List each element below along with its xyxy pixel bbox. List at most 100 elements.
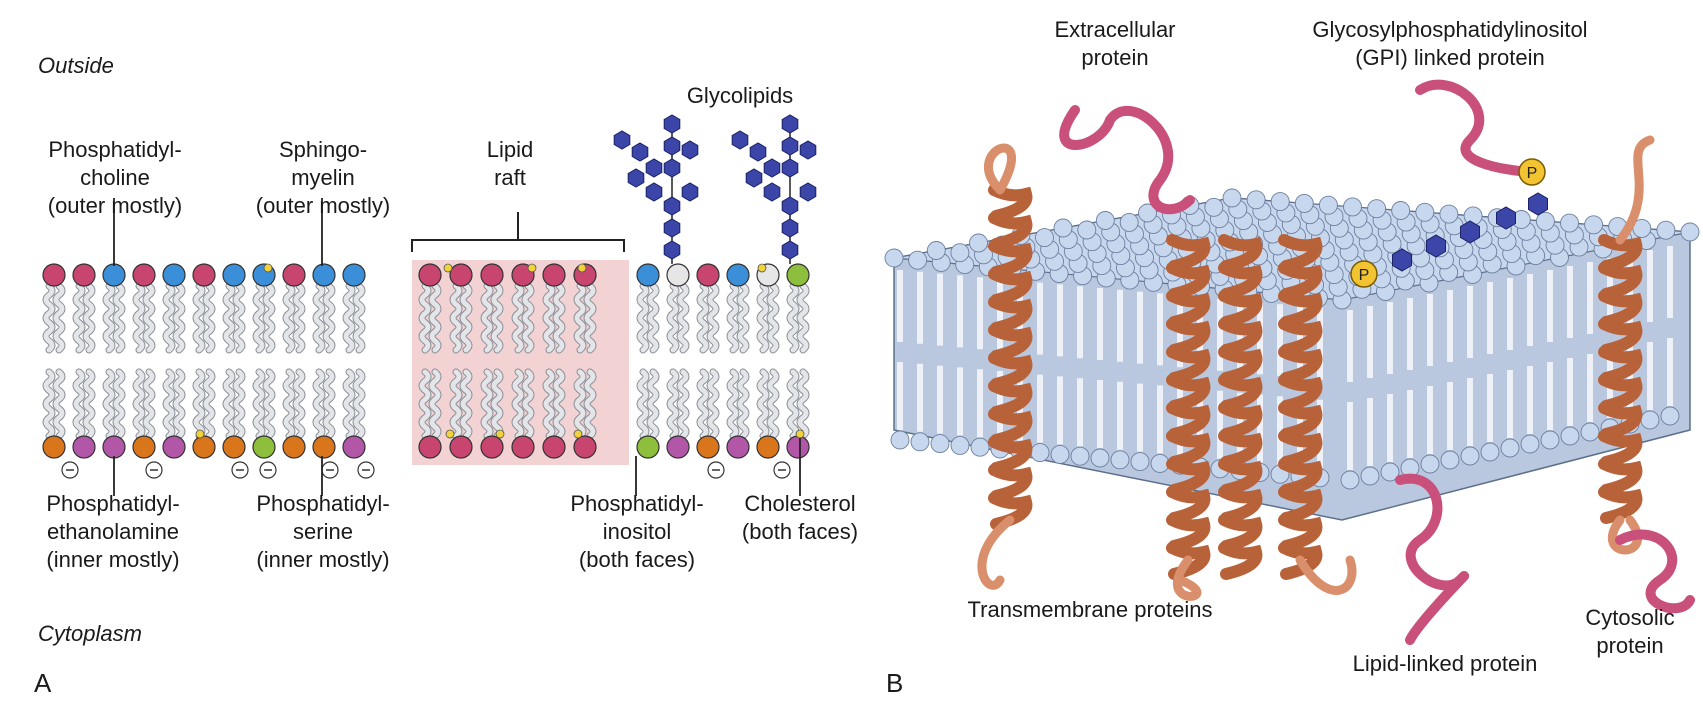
- phospholipid-head: [1500, 438, 1520, 458]
- panel-letter-a: A: [34, 668, 52, 698]
- panel-letter-b: B: [886, 668, 904, 698]
- phospholipid-head: [970, 437, 990, 457]
- glycan-hexagon: [681, 182, 699, 202]
- phospholipid-head: [1440, 450, 1460, 470]
- alpha-helix: [1278, 430, 1323, 468]
- cholesterol-dot: [757, 263, 767, 273]
- lipid-tail: [53, 369, 65, 439]
- phospholipid-head: [1110, 450, 1130, 470]
- alpha-helix: [1218, 514, 1263, 552]
- phospholipid-head-outer: [222, 263, 246, 287]
- alpha-helix: [1218, 542, 1263, 580]
- alpha-helix: [1278, 234, 1323, 272]
- phospholipid-head: [1030, 443, 1050, 463]
- alpha-helix: [988, 268, 1033, 306]
- lipid-tail: [460, 369, 472, 439]
- phospholipid-head-inner: [192, 435, 216, 459]
- phospholipid-head: [1540, 430, 1560, 450]
- alpha-helix: [1278, 374, 1323, 412]
- alpha-helix: [1218, 346, 1263, 384]
- lipid-tail: [253, 369, 265, 439]
- lipid-tail: [353, 283, 365, 353]
- lipid-tail: [697, 283, 709, 353]
- gpi-glycan-hexagon: [1392, 248, 1412, 272]
- alpha-helix: [1166, 402, 1211, 440]
- lipid-tail: [83, 369, 95, 439]
- alpha-helix: [988, 240, 1033, 278]
- phospholipid-head: [1053, 218, 1073, 238]
- phospholipid-head-inner: [542, 435, 566, 459]
- alpha-helix: [1166, 486, 1211, 524]
- protein-loop: [983, 143, 1016, 195]
- alpha-helix: [1278, 514, 1323, 552]
- cholesterol-dot: [443, 263, 453, 273]
- lipid-tail: [233, 283, 245, 353]
- lipid-linked-protein-label: Lipid-linked protein: [1352, 651, 1538, 676]
- lipid-tail: [429, 369, 441, 439]
- alpha-helix: [1218, 458, 1263, 496]
- lipid-tail: [343, 283, 355, 353]
- lipid-tail: [83, 283, 95, 353]
- protein-loop: [1615, 529, 1695, 614]
- alpha-helix: [1278, 290, 1323, 328]
- phospholipid-head-inner: [666, 435, 690, 459]
- phospholipid-head: [1560, 426, 1580, 446]
- phospholipid-head-outer: [480, 263, 504, 287]
- cytoplasm-label: Cytoplasm: [38, 621, 142, 646]
- alpha-helix: [988, 436, 1033, 474]
- alpha-helix: [1166, 234, 1211, 272]
- lipid-tail: [584, 283, 596, 353]
- glycan-hexagon: [749, 142, 767, 162]
- phospholipid-head-outer: [72, 263, 96, 287]
- lipid-tail: [193, 283, 205, 353]
- phospholipid-head-inner: [42, 435, 66, 459]
- lipid-tail: [263, 369, 275, 439]
- alpha-helix: [1278, 486, 1323, 524]
- sphingomyelin-label: Sphingo- myelin (outer mostly): [255, 137, 391, 218]
- phospholipid-head: [1270, 192, 1290, 212]
- glycan-hexagon: [745, 168, 763, 188]
- protein-loop: [1172, 555, 1202, 601]
- alpha-helix: [1278, 458, 1323, 496]
- alpha-helix: [1166, 290, 1211, 328]
- alpha-helix: [988, 380, 1033, 418]
- alpha-helix: [1598, 486, 1643, 524]
- alpha-helix: [1278, 346, 1323, 384]
- glycan-hexagon: [645, 158, 663, 178]
- phospholipid-head-inner: [696, 435, 720, 459]
- alpha-helix: [1218, 402, 1263, 440]
- lipid-tail: [737, 283, 749, 353]
- lipid-tail: [113, 283, 125, 353]
- alpha-helix: [988, 212, 1033, 250]
- lipid-tail: [522, 283, 534, 353]
- lipid-tail: [103, 283, 115, 353]
- gpi-glycan-hexagon: [1460, 220, 1480, 244]
- phosphatidylinositol-label: Phosphatidyl- inositol (both faces): [570, 491, 704, 572]
- gpi-glycan-hexagon: [1426, 234, 1446, 258]
- lipid-tail: [667, 369, 679, 439]
- alpha-helix: [988, 296, 1033, 334]
- phospholipid-head-outer: [162, 263, 186, 287]
- lipid-tail: [233, 369, 245, 439]
- phospholipid-head: [1294, 193, 1314, 213]
- lipid-tail: [767, 283, 779, 353]
- phospholipid-head: [1460, 446, 1480, 466]
- lipid-tail: [491, 283, 503, 353]
- alpha-helix: [988, 184, 1033, 222]
- phospholipid-head-outer: [726, 263, 750, 287]
- cholesterol-dot: [795, 429, 805, 439]
- alpha-helix: [1278, 402, 1323, 440]
- gpi-protein-label: Glycosylphosphatidylinositol (GPI) linke…: [1312, 17, 1588, 70]
- phospholipid-head: [1340, 470, 1360, 490]
- glycan-hexagon: [781, 240, 799, 260]
- phospholipid-head: [1480, 442, 1500, 462]
- phospholipid-head: [1077, 220, 1097, 240]
- phospholipid-head-inner: [511, 435, 535, 459]
- alpha-helix: [1598, 430, 1643, 468]
- lipid-tail: [283, 283, 295, 353]
- lipid-tail: [677, 369, 689, 439]
- lipid-tail: [163, 283, 175, 353]
- phospholipid-head-inner: [252, 435, 276, 459]
- glycan-hexagon: [781, 136, 799, 156]
- lipid-tail: [353, 369, 365, 439]
